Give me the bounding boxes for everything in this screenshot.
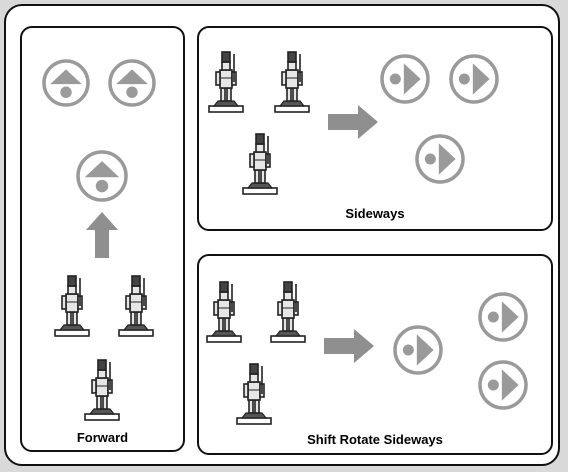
forward-caption: Forward bbox=[76, 430, 129, 445]
soldier-figure-icon bbox=[208, 51, 244, 113]
triangle-up-circle-icon bbox=[76, 150, 128, 202]
soldier-figure-icon bbox=[242, 133, 278, 195]
arrow-right-icon bbox=[324, 329, 374, 363]
shift-rotate-sideways-caption: Shift Rotate Sideways bbox=[307, 432, 443, 447]
soldier-figure-icon bbox=[118, 275, 154, 337]
triangle-right-circle-icon bbox=[415, 134, 465, 184]
triangle-up-circle-icon bbox=[108, 59, 156, 107]
sideways-caption: Sideways bbox=[345, 206, 405, 221]
triangle-right-circle-icon bbox=[449, 54, 499, 104]
soldier-figure-icon bbox=[54, 275, 90, 337]
soldier-figure-icon bbox=[236, 363, 272, 425]
sideways-panel bbox=[197, 26, 553, 231]
soldier-figure-icon bbox=[270, 281, 306, 343]
soldier-figure-icon bbox=[84, 359, 120, 421]
arrow-right-icon bbox=[328, 105, 378, 139]
triangle-right-circle-icon bbox=[380, 54, 430, 104]
arrow-up-icon bbox=[86, 212, 118, 258]
triangle-up-circle-icon bbox=[42, 59, 90, 107]
triangle-right-circle-icon bbox=[478, 360, 528, 410]
soldier-figure-icon bbox=[274, 51, 310, 113]
triangle-right-circle-icon bbox=[478, 292, 528, 342]
triangle-right-circle-icon bbox=[393, 325, 443, 375]
soldier-figure-icon bbox=[206, 281, 242, 343]
